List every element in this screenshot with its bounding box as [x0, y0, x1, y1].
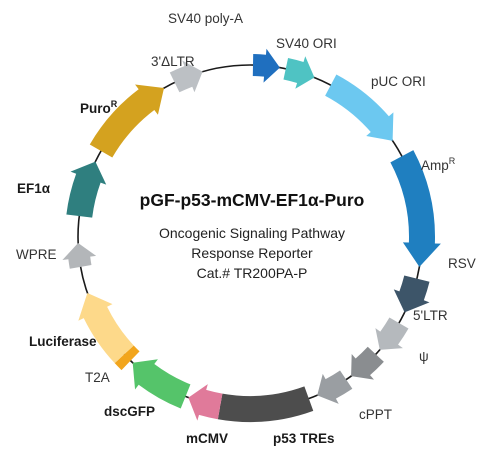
- subtitle-line-2: Response Reporter: [191, 245, 313, 261]
- subtitle-line-3: Cat.# TR200PA-P: [197, 265, 308, 281]
- label-sv40-polya: SV40 poly-A: [168, 11, 243, 26]
- feature-arrow-puc-ori: [325, 74, 394, 141]
- feature-arrow-cppt: [317, 370, 353, 404]
- feature-arrow-psi: [351, 346, 384, 380]
- label-luciferase: Luciferase: [29, 334, 97, 349]
- label-rsv: RSV: [448, 256, 476, 271]
- label-psi: ψ: [419, 349, 429, 364]
- feature-arrow-rsv: [393, 275, 430, 313]
- label-wpre: WPRE: [16, 247, 57, 262]
- feature-arrow-mcmv: [188, 384, 223, 421]
- map-title: pGF-p53-mCMV-EF1α-Puro: [140, 190, 365, 210]
- subtitle-line-1: Oncogenic Signaling Pathway: [159, 225, 345, 241]
- label-3ltr: 3'ΔLTR: [151, 54, 195, 69]
- feature-arrow-3ltr: [169, 60, 203, 93]
- feature-arrow-sv40-polya: [252, 48, 280, 83]
- label-mcmv: mCMV: [186, 431, 228, 446]
- feature-arrow-5ltr: [375, 317, 409, 350]
- label-puror: PuroR: [80, 99, 118, 116]
- label-dscgfp: dscGFP: [104, 404, 155, 419]
- label-ampr: AmpR: [421, 156, 456, 173]
- feature-arrow-t2a: [114, 345, 140, 371]
- label-5ltr: 5'LTR: [413, 308, 448, 323]
- label-p53-tres: p53 TREs: [273, 431, 335, 446]
- feature-arrow-sv40-ori: [283, 56, 315, 89]
- label-puc-ori: pUC ORI: [371, 74, 426, 89]
- label-ef1a: EF1α: [17, 181, 51, 196]
- label-sv40-ori: SV40 ORI: [276, 36, 337, 51]
- label-t2a: T2A: [85, 370, 110, 385]
- label-cppt: cPPT: [359, 407, 392, 422]
- feature-arrow-dscgfp: [132, 359, 191, 409]
- feature-arrow-puror: [89, 84, 164, 158]
- feature-arrow-ef1a: [66, 161, 107, 218]
- feature-arrow-ampr: [390, 150, 441, 267]
- feature-arrow-luciferase: [78, 292, 134, 364]
- feature-arrow-p53-tres: [217, 386, 314, 422]
- feature-arrow-wpre: [62, 243, 97, 269]
